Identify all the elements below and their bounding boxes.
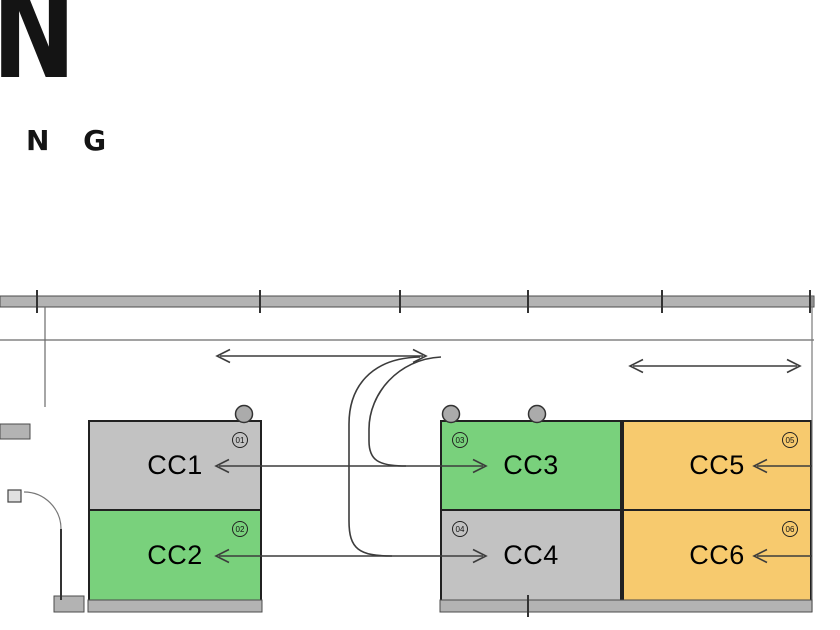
stall-number-badge-06: 06 xyxy=(782,521,798,537)
stall-number-badge-01: 01 xyxy=(232,432,248,448)
stall-label-cc2: CC2 xyxy=(147,540,203,570)
stall-number-badge-03: 03 xyxy=(452,432,468,448)
door-swing-arc xyxy=(23,491,62,530)
stall-number-badge-04: 04 xyxy=(452,521,468,537)
brand-logo: N N G xyxy=(0,0,200,180)
drive-lane-arrows xyxy=(215,348,802,374)
stall-block-right: 05 CC5 06 CC6 xyxy=(622,420,812,602)
stall-label-cc3: CC3 xyxy=(503,450,559,480)
stall-label-cc1: CC1 xyxy=(147,450,203,480)
parking-stall-cc4: 04 CC4 xyxy=(442,511,620,600)
parking-stall-cc6: 06 CC6 xyxy=(624,511,810,600)
logo-letter: N xyxy=(0,0,76,109)
left-wall-and-door xyxy=(0,423,62,600)
top-wall xyxy=(0,290,815,313)
stall-block-middle: 03 CC3 04 CC4 xyxy=(440,420,622,602)
door-hinge xyxy=(7,489,22,503)
ramp-curves xyxy=(348,356,442,557)
stall-label-cc5: CC5 xyxy=(689,450,745,480)
logo-wordmark-fragment: N G xyxy=(26,124,119,157)
parking-stall-cc5: 05 CC5 xyxy=(624,422,810,511)
stall-block-left: 01 CC1 02 CC2 xyxy=(88,420,262,602)
stall-label-cc6: CC6 xyxy=(689,540,745,570)
parking-stall-cc3: 03 CC3 xyxy=(442,422,620,511)
stall-number-badge-02: 02 xyxy=(232,521,248,537)
stall-label-cc4: CC4 xyxy=(503,540,559,570)
stall-number-badge-05: 05 xyxy=(782,432,798,448)
parking-stall-cc2: 02 CC2 xyxy=(90,511,260,600)
parking-stall-cc1: 01 CC1 xyxy=(90,422,260,511)
